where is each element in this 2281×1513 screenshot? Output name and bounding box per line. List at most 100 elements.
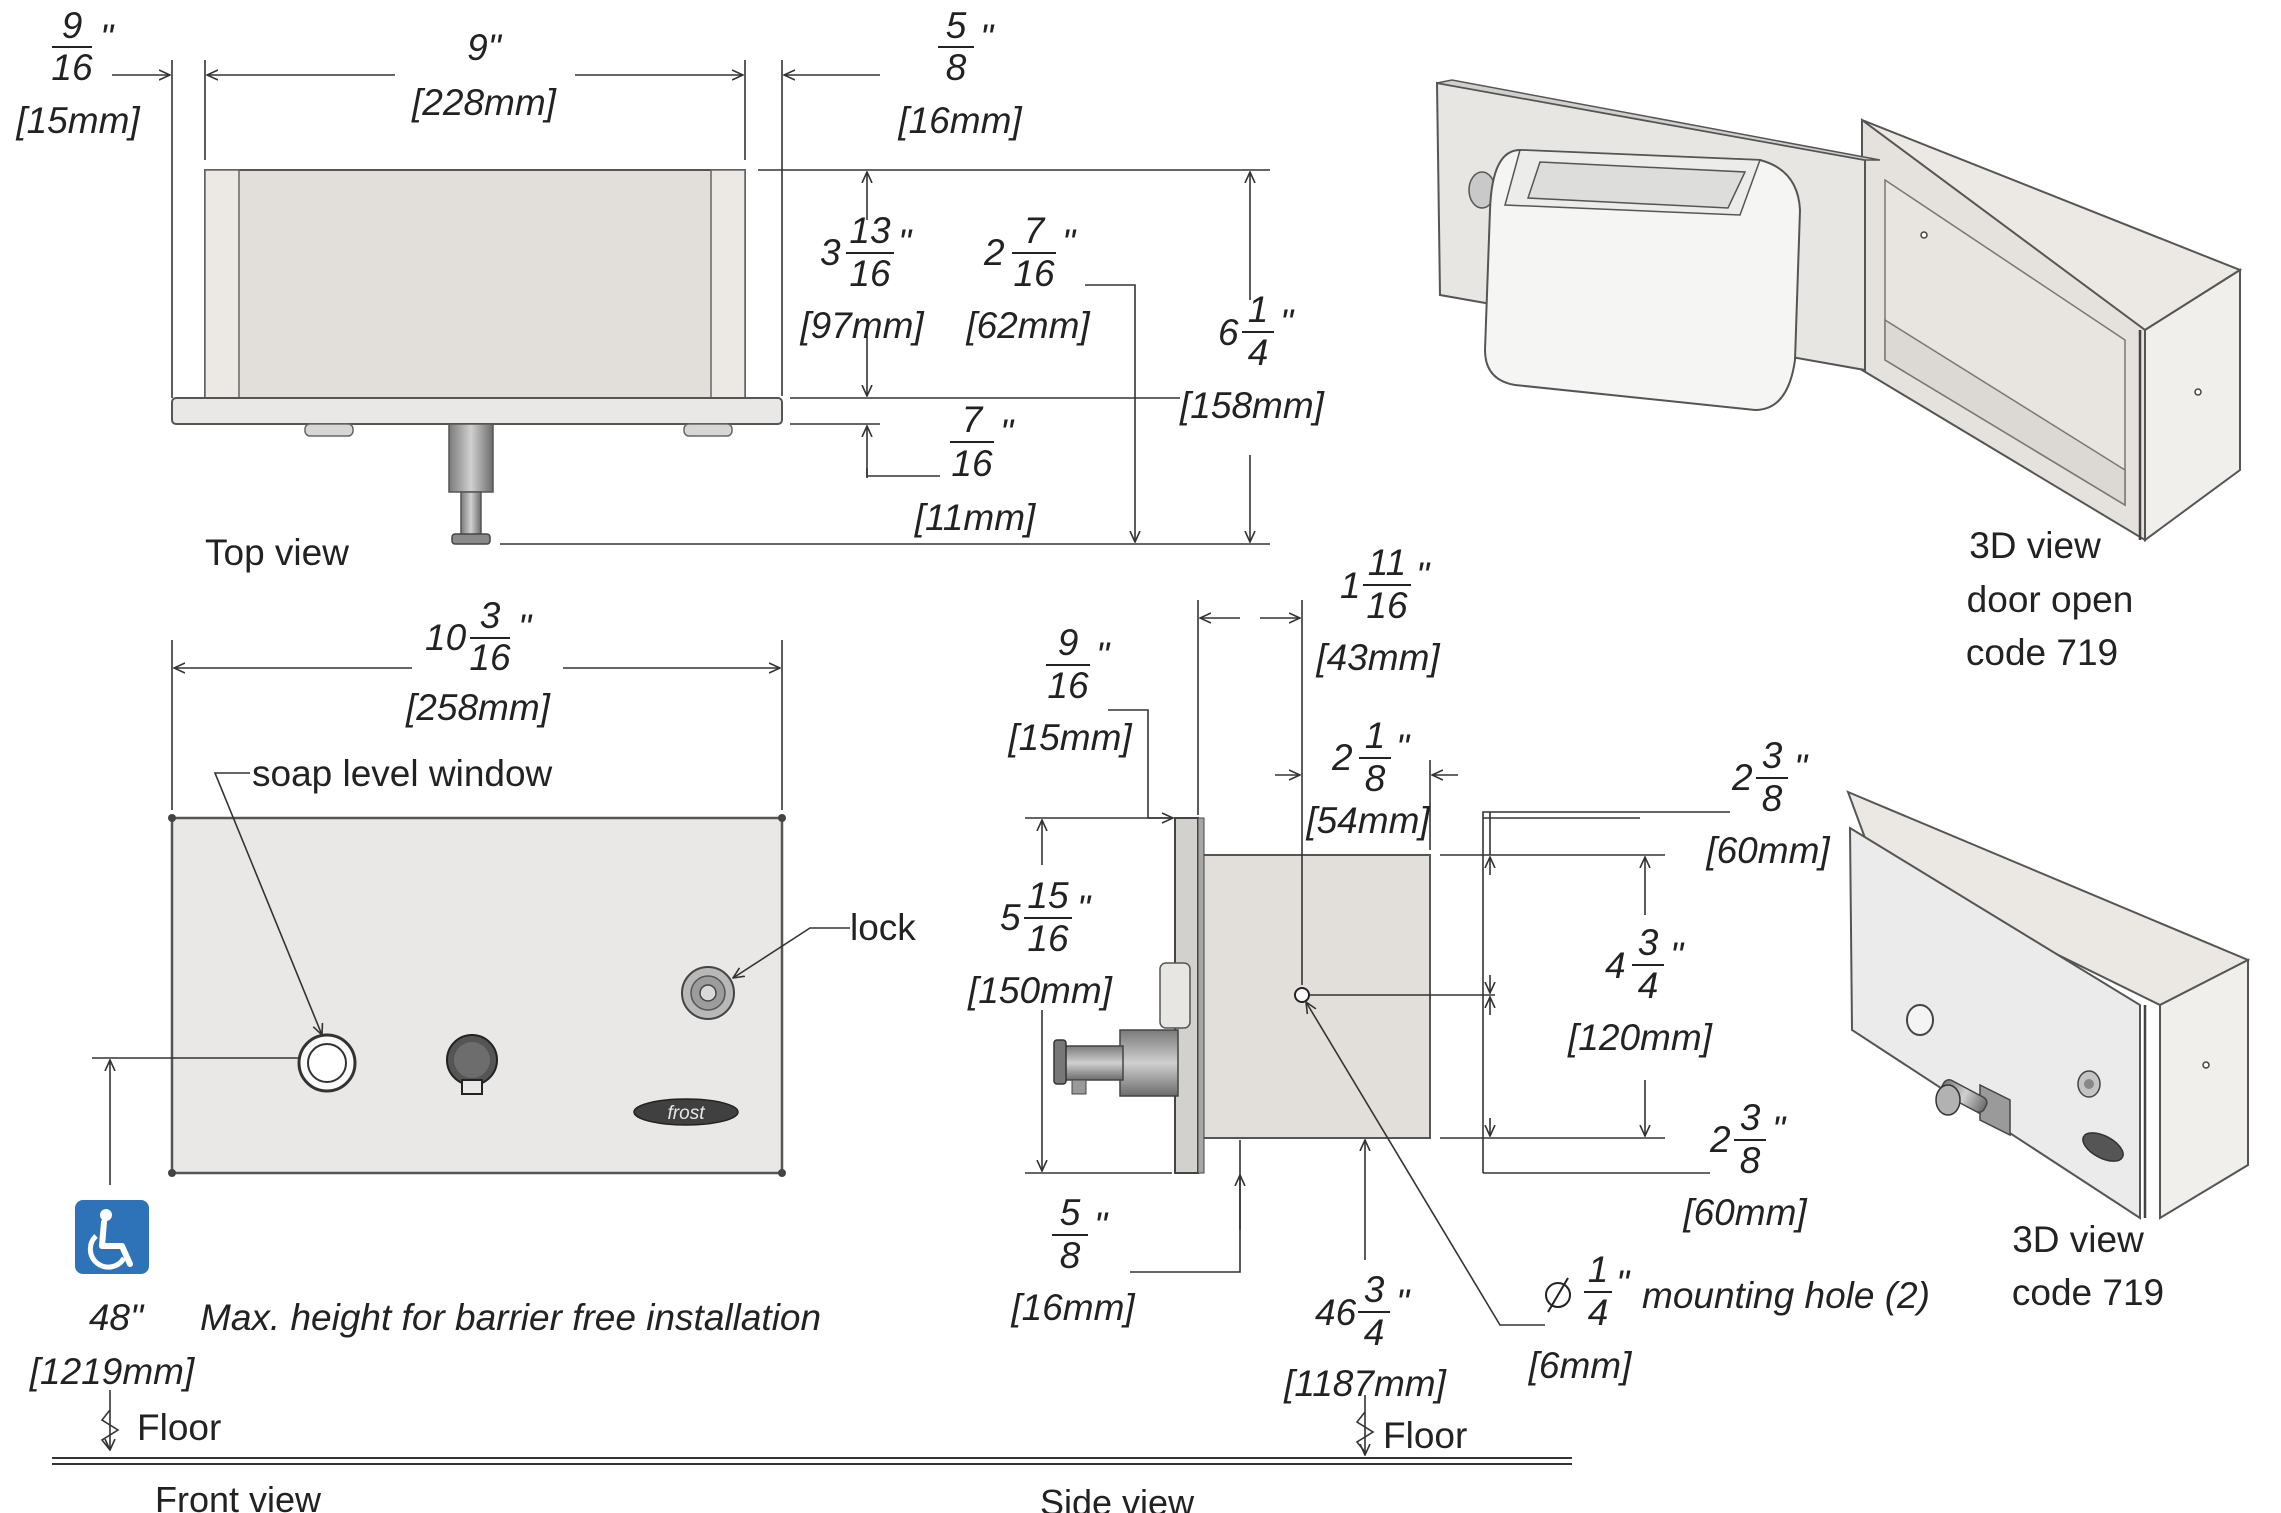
iso-open-label-2: door open <box>1967 579 2134 620</box>
wheelchair-icon <box>75 1200 149 1274</box>
dim-mm: [1187mm] <box>1283 1363 1446 1404</box>
dim-side-bottom-flange: 5 8 " [16mm] <box>1010 1192 1135 1328</box>
iso-open-hole <box>2194 388 2202 396</box>
dim-mm: [97mm] <box>799 305 924 346</box>
dim-whole: 2 <box>1709 1119 1731 1160</box>
iso-open-shelf <box>1884 318 2126 507</box>
iso-open-container-opening <box>1526 161 1747 209</box>
svg-text:": " <box>1094 1205 1109 1246</box>
dim-num: 1 <box>1248 289 1269 330</box>
iso-closed-window <box>1906 1004 1934 1036</box>
svg-text:": " <box>518 607 533 648</box>
side-view-title: Side view <box>1040 1482 1195 1513</box>
iso-open-label-1: 3D view <box>1969 525 2101 566</box>
dim-den: 4 <box>1248 332 1269 373</box>
svg-text:": " <box>1096 635 1111 676</box>
dim-side-bottom-offset: 2 3 8 " [60mm] <box>1682 1097 1807 1233</box>
dim-mm: [158mm] <box>1179 385 1325 426</box>
dim-side-hole-depth: 1 11 16 " [43mm] <box>1315 542 1440 678</box>
dim-den: 16 <box>469 637 511 678</box>
svg-text:": " <box>1616 1263 1631 1304</box>
floor-label-side: Floor <box>1383 1415 1467 1456</box>
dim-mm: [16mm] <box>1010 1287 1135 1328</box>
max-height-note: Max. height for barrier free installatio… <box>200 1297 821 1338</box>
dim-num: 15 <box>1027 875 1069 916</box>
side-view-door-edge <box>1197 817 1205 1174</box>
dim-mm: [11mm] <box>914 497 1036 538</box>
dim-mm: [150mm] <box>967 970 1113 1011</box>
svg-text:": " <box>1670 935 1685 976</box>
dim-side-height: 5 15 16 " [150mm] <box>967 875 1113 1011</box>
dim-num: 3 <box>1762 735 1783 776</box>
iso-closed-logo <box>2082 1132 2124 1162</box>
dim-mm: [15mm] <box>1007 717 1132 758</box>
floor-label-front: Floor <box>137 1407 221 1448</box>
iso-open-door-edge <box>1436 79 1881 161</box>
dim-num: 9 <box>1058 622 1079 663</box>
dim-den: 16 <box>951 443 993 484</box>
dim-whole: 10 <box>425 617 467 658</box>
top-view-title: Top view <box>205 532 349 573</box>
dim-num: 7 <box>962 399 984 440</box>
dim-whole: 1 <box>1340 565 1361 606</box>
top-view-push-button <box>451 533 491 545</box>
dim-whole: 4 <box>1605 945 1626 986</box>
svg-text:": " <box>1416 555 1431 596</box>
dim-den: 4 <box>1588 1292 1609 1333</box>
dim-side-hole-span: 4 3 4 " [120mm] <box>1567 922 1713 1058</box>
dim-num: 9 <box>62 5 83 46</box>
iso-closed-label-1: 3D view <box>2012 1219 2144 1260</box>
dim-num: 13 <box>849 210 891 251</box>
dim-side-hole-edge: 2 1 8 " [54mm] <box>1305 715 1430 841</box>
dim-whole: 6 <box>1218 312 1239 353</box>
dim-mm: [258mm] <box>405 687 551 728</box>
dim-num: 3 <box>1364 1269 1385 1310</box>
side-view-valve <box>1119 1029 1179 1097</box>
dim-den: 8 <box>1365 758 1386 799</box>
iso-open-label-3: code 719 <box>1966 632 2118 673</box>
svg-text:": " <box>1000 412 1015 453</box>
dim-num: 5 <box>1060 1192 1081 1233</box>
svg-text:": " <box>898 222 913 263</box>
front-height-whole: 48" <box>89 1297 145 1338</box>
dim-front-width: 10 3 16 " [258mm] <box>405 595 551 728</box>
side-view-push-button <box>1053 1039 1067 1085</box>
dim-mm: [54mm] <box>1305 800 1430 841</box>
dim-top-right-flange: 5 8 " [16mm] <box>897 5 1022 141</box>
dim-mm: [62mm] <box>965 305 1090 346</box>
iso-closed-push-button <box>1935 1084 1961 1116</box>
dim-whole: 3 <box>820 232 841 273</box>
dim-num: 3 <box>1740 1097 1761 1138</box>
dim-den: 16 <box>51 47 93 88</box>
top-view-plate <box>171 397 783 425</box>
top-view-right-hinge <box>710 169 746 399</box>
diameter-symbol <box>1545 1277 1571 1313</box>
dim-den: 8 <box>1740 1140 1761 1181</box>
side-view-mounting-hole <box>1294 987 1310 1003</box>
mounting-hole-callout: mounting hole (2) <box>1642 1275 1930 1316</box>
dim-side-floor-height: 46 3 4 " [1187mm] <box>1283 1269 1446 1404</box>
dim-side-top-offset: 2 3 8 " [60mm] <box>1705 735 1830 871</box>
dim-mm: [6mm] <box>1528 1345 1633 1386</box>
dim-mm: [15mm] <box>15 100 140 141</box>
dim-top-depth-valve: 2 7 16 " [62mm] <box>965 210 1090 346</box>
dim-den: 16 <box>849 253 891 294</box>
top-view-push-rod <box>460 491 482 537</box>
dim-den: 16 <box>1366 585 1408 626</box>
dim-mm: [16mm] <box>897 100 1022 141</box>
dim-top-depth-body: 3 13 16 " [97mm] <box>799 210 924 346</box>
front-view: frost soap level window lock 48" [1219mm… <box>29 640 916 1513</box>
side-view-hinge-clip <box>1159 962 1191 1029</box>
svg-text:": " <box>980 17 995 58</box>
frost-logo-text: frost <box>668 1103 706 1124</box>
svg-text:": " <box>1396 1282 1411 1323</box>
soap-window-callout: soap level window <box>252 753 553 794</box>
dim-den: 16 <box>1013 253 1055 294</box>
dim-whole: 2 <box>983 232 1005 273</box>
top-view-left-foot <box>304 423 354 437</box>
break-symbol <box>100 1409 120 1451</box>
front-height-mm: [1219mm] <box>29 1351 195 1392</box>
iso-door-open: 3D view door open code 719 <box>1435 79 2243 673</box>
svg-text:": " <box>1280 302 1295 343</box>
dim-mm: [228mm] <box>411 82 557 123</box>
